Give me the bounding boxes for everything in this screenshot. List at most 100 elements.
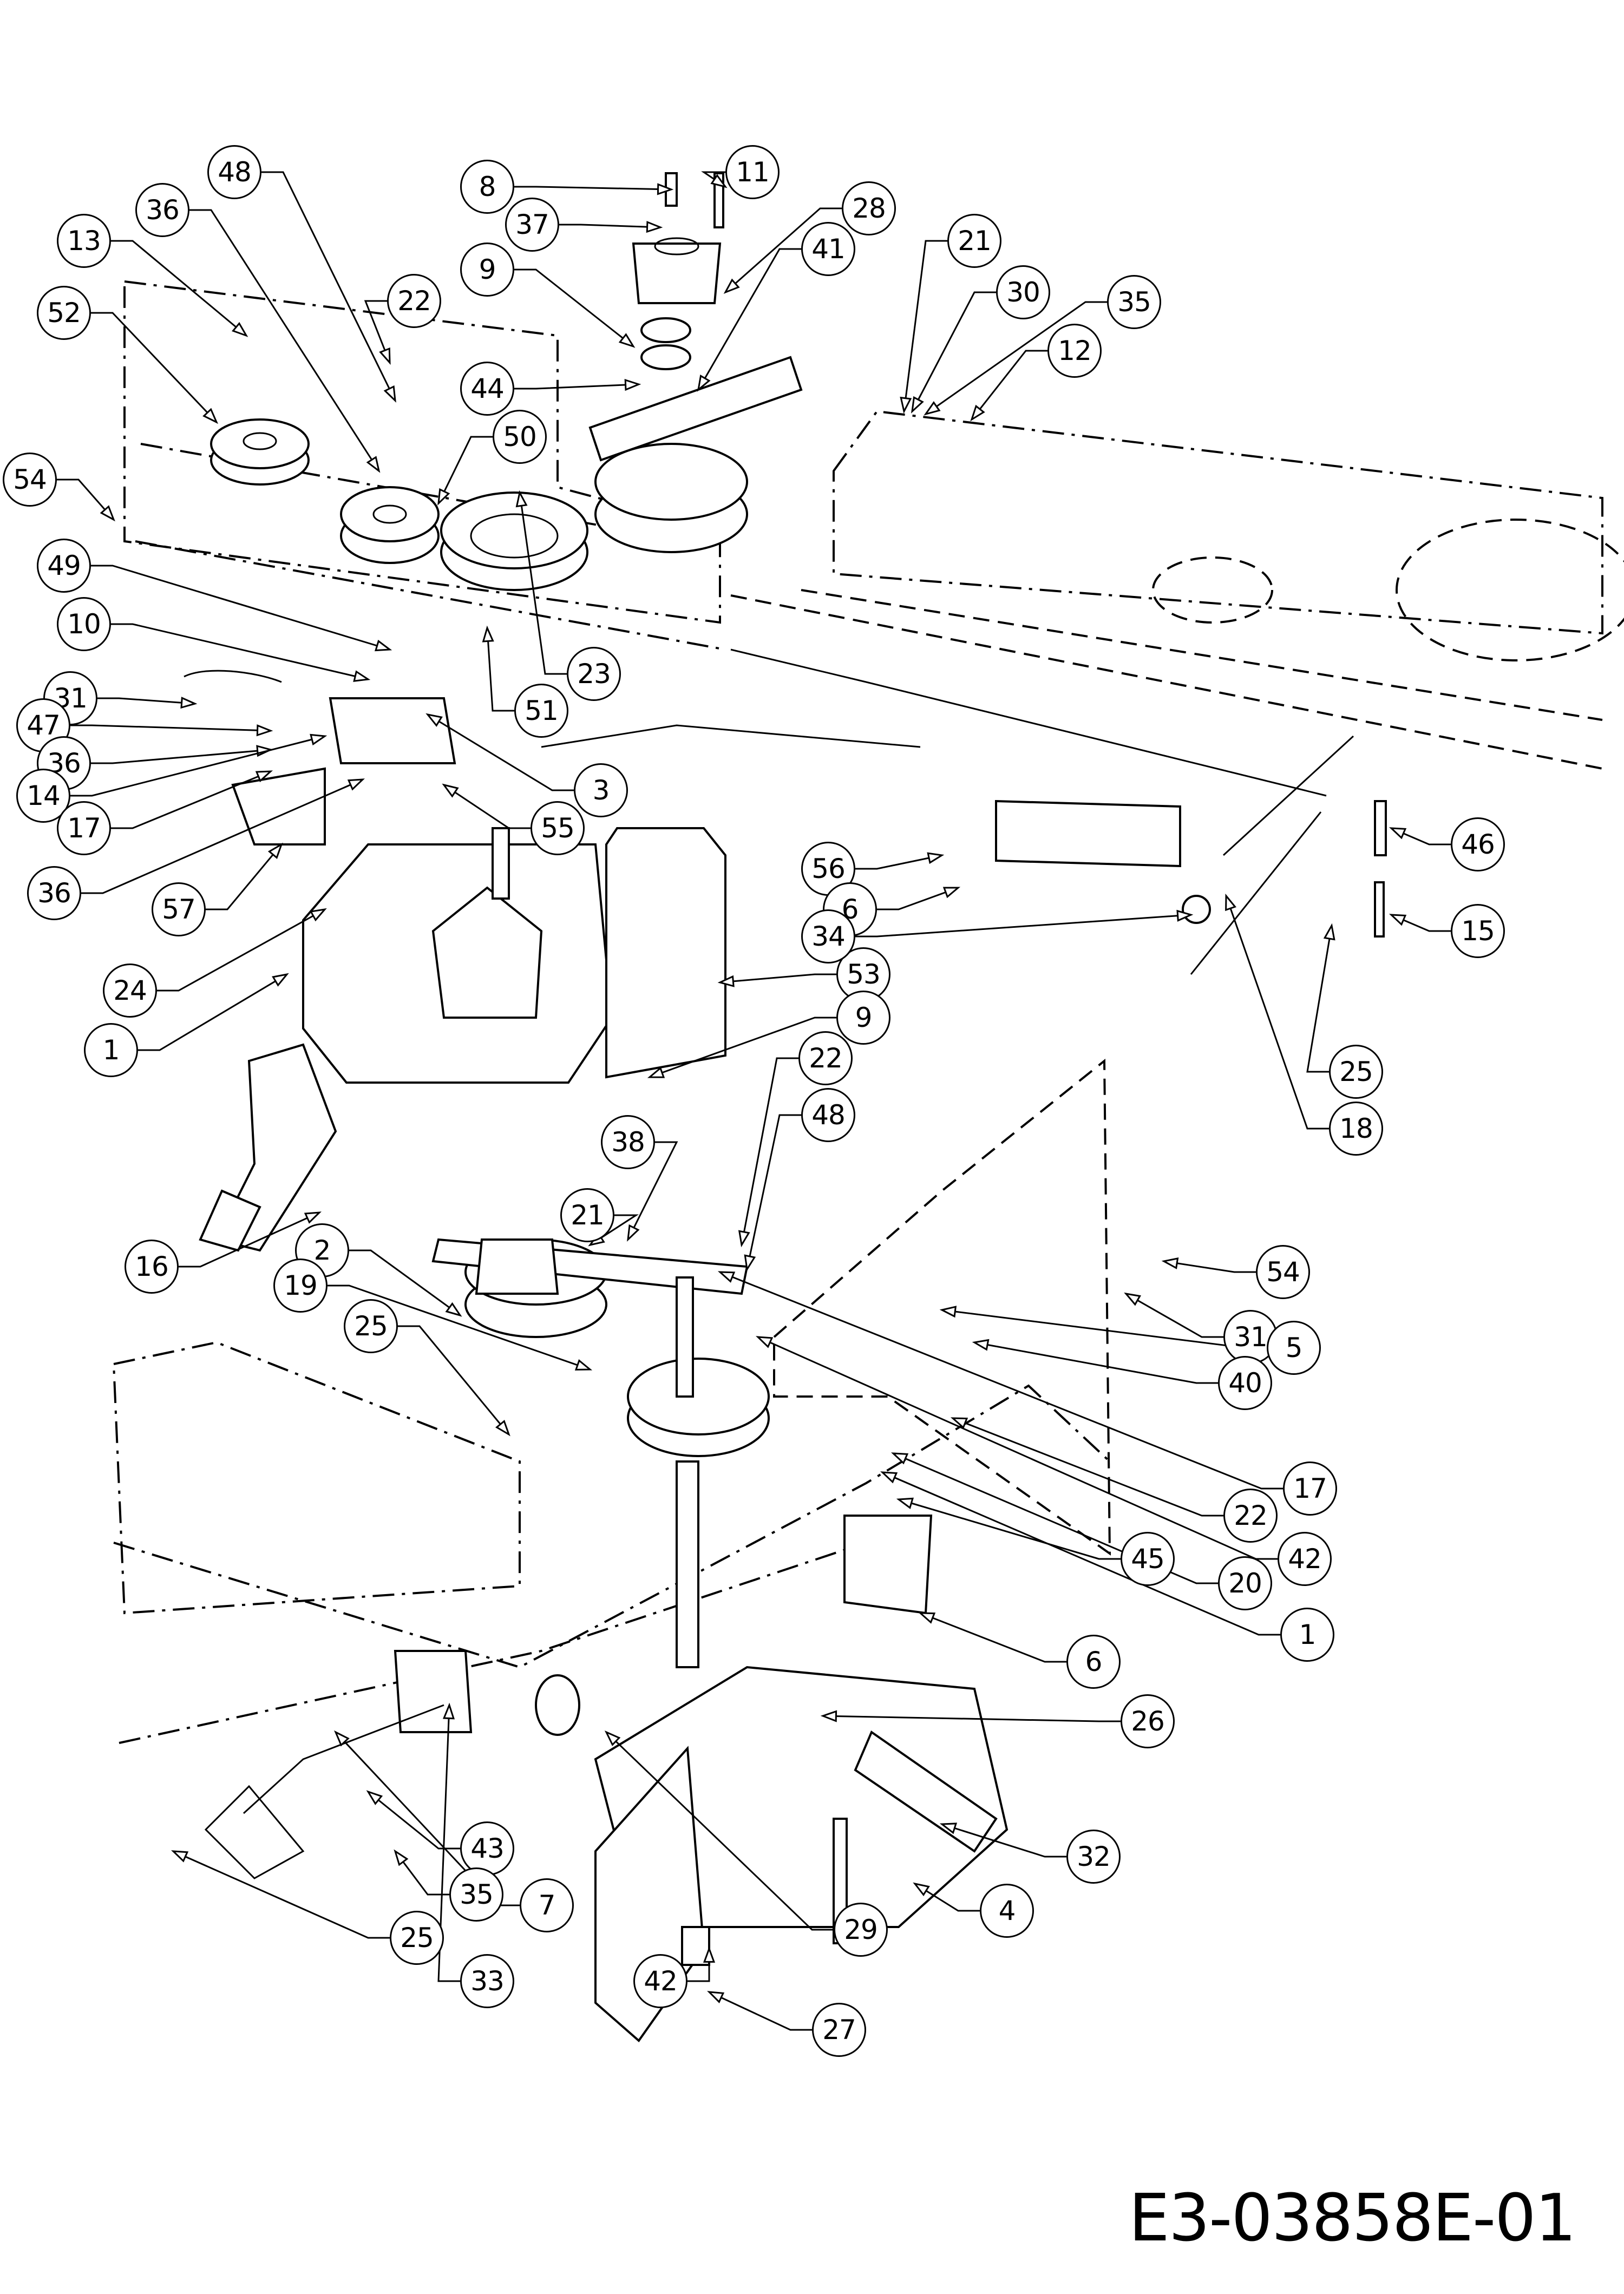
leader-line bbox=[855, 914, 1191, 938]
part-callout-22[interactable]: 22 bbox=[798, 1031, 853, 1085]
part-callout-29[interactable]: 29 bbox=[834, 1903, 888, 1957]
part-callout-25[interactable]: 25 bbox=[1329, 1045, 1383, 1099]
part-callout-1[interactable]: 1 bbox=[1280, 1608, 1334, 1662]
part-callout-18[interactable]: 18 bbox=[1329, 1102, 1383, 1156]
leader-line bbox=[157, 908, 325, 992]
part-callout-9[interactable]: 9 bbox=[460, 242, 514, 297]
part-callout-25[interactable]: 25 bbox=[344, 1299, 398, 1353]
part-callout-46[interactable]: 46 bbox=[1451, 817, 1505, 871]
part-callout-21[interactable]: 21 bbox=[560, 1188, 614, 1242]
part-callout-44[interactable]: 44 bbox=[460, 362, 514, 416]
part-callout-21[interactable]: 21 bbox=[947, 214, 1001, 268]
arrowhead-icon bbox=[180, 697, 198, 709]
arrowhead-icon bbox=[442, 783, 459, 798]
part-callout-35[interactable]: 35 bbox=[449, 1867, 503, 1922]
part-callout-36[interactable]: 36 bbox=[37, 736, 91, 790]
part-callout-37[interactable]: 37 bbox=[505, 198, 559, 252]
part-callout-50[interactable]: 50 bbox=[493, 410, 547, 464]
arrowhead-icon bbox=[309, 908, 327, 922]
part-callout-16[interactable]: 16 bbox=[125, 1240, 179, 1294]
part-callout-48[interactable]: 48 bbox=[207, 145, 261, 199]
part-callout-30[interactable]: 30 bbox=[996, 265, 1050, 319]
arrowhead-icon bbox=[756, 1336, 774, 1348]
part-callout-17[interactable]: 17 bbox=[57, 801, 111, 855]
part-callout-11[interactable]: 11 bbox=[725, 145, 780, 199]
leader-line bbox=[261, 171, 396, 401]
part-callout-6[interactable]: 6 bbox=[1066, 1635, 1121, 1689]
leader-line bbox=[914, 1883, 980, 1912]
part-callout-10[interactable]: 10 bbox=[57, 597, 111, 651]
part-callout-42[interactable]: 42 bbox=[1278, 1532, 1332, 1586]
part-callout-43[interactable]: 43 bbox=[460, 1821, 514, 1876]
part-callout-13[interactable]: 13 bbox=[57, 214, 111, 268]
part-callout-54[interactable]: 54 bbox=[1256, 1245, 1310, 1299]
arrowhead-icon bbox=[924, 401, 941, 416]
leader-line bbox=[822, 1715, 1121, 1722]
part-callout-52[interactable]: 52 bbox=[37, 286, 91, 340]
arrowhead-icon bbox=[574, 1359, 593, 1371]
part-callout-26[interactable]: 26 bbox=[1121, 1694, 1175, 1748]
leader-line bbox=[725, 207, 842, 293]
part-callout-51[interactable]: 51 bbox=[514, 684, 568, 738]
part-callout-3[interactable]: 3 bbox=[574, 763, 628, 817]
part-callout-22[interactable]: 22 bbox=[387, 274, 441, 328]
part-callout-41[interactable]: 41 bbox=[801, 222, 855, 276]
arrowhead-icon bbox=[515, 490, 528, 508]
part-callout-7[interactable]: 7 bbox=[520, 1878, 574, 1932]
part-callout-28[interactable]: 28 bbox=[842, 181, 896, 235]
part-callout-24[interactable]: 24 bbox=[103, 964, 157, 1018]
leader-line bbox=[206, 844, 283, 910]
leader-line bbox=[398, 1325, 510, 1435]
idler-pulley-50 bbox=[340, 486, 440, 564]
leader-line bbox=[952, 1417, 1223, 1517]
part-callout-8[interactable]: 8 bbox=[460, 160, 514, 214]
part-callout-15[interactable]: 15 bbox=[1451, 904, 1505, 958]
leader-lines bbox=[57, 171, 1451, 2031]
part-callout-49[interactable]: 49 bbox=[37, 539, 91, 593]
part-callout-27[interactable]: 27 bbox=[812, 2003, 866, 2057]
part-callout-42[interactable]: 42 bbox=[633, 1954, 687, 2008]
part-callout-57[interactable]: 57 bbox=[152, 882, 206, 936]
part-callout-4[interactable]: 4 bbox=[980, 1884, 1034, 1938]
part-callout-38[interactable]: 38 bbox=[601, 1115, 655, 1169]
part-callout-40[interactable]: 40 bbox=[1218, 1356, 1272, 1410]
arrowhead-icon bbox=[334, 1730, 350, 1747]
part-callout-25[interactable]: 25 bbox=[390, 1911, 444, 1965]
part-callout-1[interactable]: 1 bbox=[84, 1023, 138, 1077]
leader-line bbox=[91, 312, 218, 423]
part-callout-45[interactable]: 45 bbox=[1121, 1532, 1175, 1586]
arrowhead-icon bbox=[366, 1790, 383, 1805]
leader-line bbox=[349, 1249, 461, 1316]
leader-line bbox=[189, 209, 380, 471]
part-callout-32[interactable]: 32 bbox=[1066, 1830, 1121, 1884]
part-callout-35[interactable]: 35 bbox=[1107, 275, 1161, 329]
part-callout-54[interactable]: 54 bbox=[3, 453, 57, 507]
part-callout-36[interactable]: 36 bbox=[27, 866, 81, 920]
part-callout-33[interactable]: 33 bbox=[460, 1954, 514, 2008]
arrowhead-icon bbox=[604, 1730, 621, 1746]
part-callout-48[interactable]: 48 bbox=[801, 1088, 855, 1142]
arrowhead-icon bbox=[911, 396, 924, 414]
part-callout-55[interactable]: 55 bbox=[531, 801, 585, 855]
part-callout-34[interactable]: 34 bbox=[801, 909, 855, 964]
part-callout-23[interactable]: 23 bbox=[567, 647, 621, 701]
part-callout-19[interactable]: 19 bbox=[273, 1259, 328, 1313]
leader-line bbox=[486, 627, 514, 712]
leader-line bbox=[1125, 1293, 1223, 1338]
arrowhead-icon bbox=[744, 1254, 756, 1272]
leader-line bbox=[1306, 925, 1333, 1073]
part-callout-20[interactable]: 20 bbox=[1218, 1556, 1272, 1610]
arrowhead-icon bbox=[939, 1823, 958, 1834]
leader-line bbox=[97, 697, 195, 705]
part-callout-5[interactable]: 5 bbox=[1267, 1321, 1321, 1375]
arrowhead-icon bbox=[256, 724, 273, 737]
part-callout-9[interactable]: 9 bbox=[836, 991, 890, 1045]
part-callout-36[interactable]: 36 bbox=[135, 183, 189, 237]
part-callout-17[interactable]: 17 bbox=[1283, 1461, 1337, 1516]
arrowhead-icon bbox=[723, 278, 740, 294]
arrowhead-icon bbox=[1323, 923, 1335, 941]
part-callout-22[interactable]: 22 bbox=[1223, 1489, 1278, 1543]
part-callout-12[interactable]: 12 bbox=[1047, 324, 1102, 378]
leader-line bbox=[1225, 895, 1329, 1130]
